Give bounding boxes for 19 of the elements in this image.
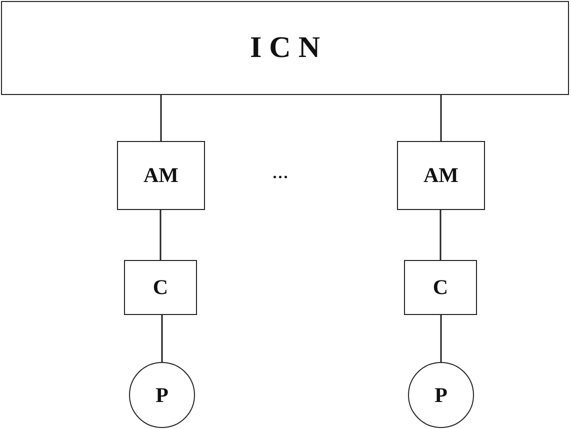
node-label: AM (424, 163, 458, 188)
controller-box (124, 260, 197, 315)
connector-line (440, 315, 442, 362)
node-label: I C N (250, 31, 320, 65)
ellipsis-label: ... (272, 158, 288, 184)
module-box (117, 141, 205, 210)
connector-line (440, 95, 442, 141)
network-box (1, 1, 569, 95)
node-label: AM (144, 163, 178, 188)
controller-box (404, 260, 477, 315)
node-label: C (432, 275, 448, 300)
node-label: C (152, 275, 168, 300)
node-label: P (434, 382, 448, 408)
module-box (397, 141, 485, 210)
node-label: P (156, 382, 168, 408)
connector-line (160, 95, 162, 141)
connector-line (160, 210, 162, 260)
connector-line (440, 210, 442, 260)
connector-line (161, 315, 163, 362)
